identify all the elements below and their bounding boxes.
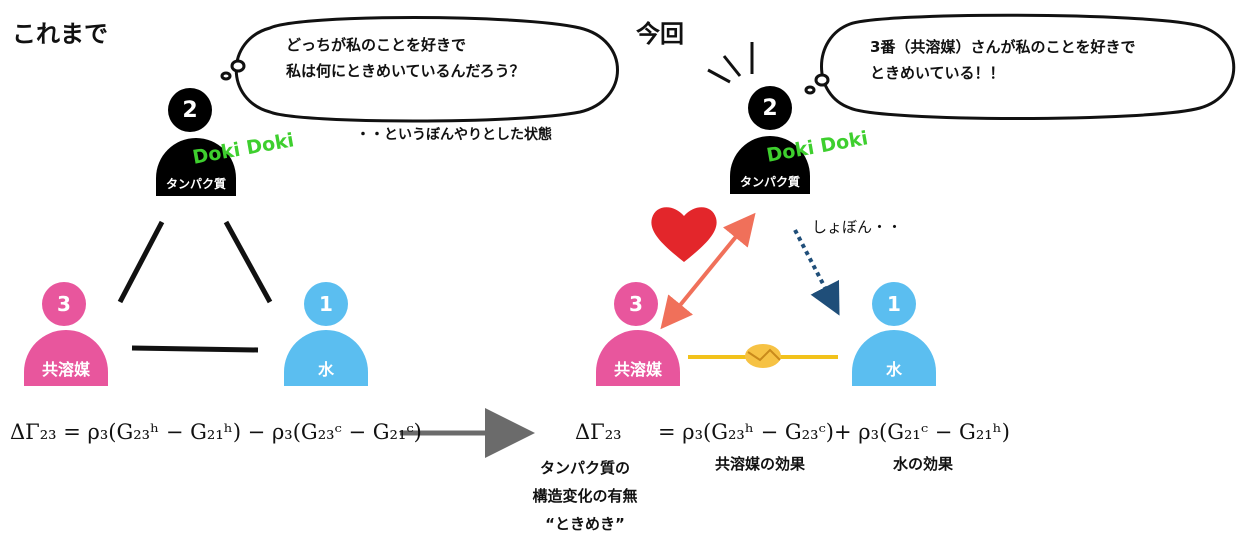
sad-note: しょぼん・・ bbox=[812, 218, 903, 236]
left-cosolvent-label: 共溶媒 bbox=[41, 360, 90, 379]
right-thought-dot-1 bbox=[814, 73, 830, 87]
left-water-number: 1 bbox=[304, 282, 348, 326]
right-thought-text: 3番（共溶媒）さんが私のことを好きで ときめいている！！ bbox=[870, 34, 1135, 86]
left-thought-line-2: 私は何にときめいているんだろう？ bbox=[286, 62, 525, 80]
right-protein-label: タンパク質 bbox=[739, 175, 800, 189]
line-protein-cosolvent bbox=[117, 220, 165, 304]
right-thought-line-2: ときめいている！！ bbox=[870, 64, 1005, 82]
left-state-note: ・・というぼんやりとした状態 bbox=[356, 127, 552, 143]
left-thought-dot-2 bbox=[220, 71, 232, 81]
right-water-label: 水 bbox=[885, 360, 902, 379]
left-thought-line-1: どっちが私のことを好きで bbox=[286, 36, 467, 54]
left-water-label: 水 bbox=[317, 360, 334, 379]
left-protein-number: 2 bbox=[168, 88, 212, 132]
right-cosolvent-label: 共溶媒 bbox=[613, 360, 662, 379]
red-double-arrow bbox=[660, 212, 756, 330]
left-thought-bubble bbox=[234, 16, 619, 123]
handshake-icon bbox=[745, 344, 781, 368]
heart-icon bbox=[651, 207, 717, 262]
right-water-number: 1 bbox=[872, 282, 916, 326]
surprise-mark-2 bbox=[722, 55, 742, 77]
right-protein-number: 2 bbox=[748, 86, 792, 130]
caption-water-effect: 水の効果 bbox=[892, 455, 953, 473]
caption-protein-line-3: “ときめき” bbox=[545, 515, 625, 533]
formula-right-term1: = ρ₃(G₂₃ʰ − G₂₃ᶜ) bbox=[658, 420, 834, 444]
left-protein-label: タンパク質 bbox=[165, 177, 226, 191]
blue-dotted-arrow bbox=[793, 229, 840, 316]
left-heading: これまで bbox=[12, 20, 108, 48]
left-thought-text: どっちが私のことを好きで 私は何にときめいているんだろう？ bbox=[286, 32, 525, 84]
right-thought-line-1: 3番（共溶媒）さんが私のことを好きで bbox=[870, 38, 1136, 56]
caption-protein-line-1: タンパク質の bbox=[539, 459, 630, 477]
caption-protein-line-2: 構造変化の有無 bbox=[532, 487, 638, 505]
left-protein-body: タンパク質 bbox=[156, 138, 236, 196]
formula-left: ΔΓ₂₃ = ρ₃(G₂₃ʰ − G₂₁ʰ) − ρ₃(G₂₃ᶜ − G₂₁ᶜ) bbox=[10, 420, 422, 444]
caption-cosolvent-effect: 共溶媒の効果 bbox=[714, 455, 805, 473]
formula-right-lhs: ΔΓ₂₃ bbox=[575, 420, 622, 444]
formula-right-term2: + ρ₃(G₂₁ᶜ − G₂₁ʰ) bbox=[834, 420, 1010, 444]
line-cosolvent-water bbox=[131, 345, 259, 353]
left-cosolvent-number: 3 bbox=[42, 282, 86, 326]
surprise-mark-1 bbox=[707, 68, 731, 84]
right-heading: 今回 bbox=[636, 20, 684, 48]
line-protein-water bbox=[223, 220, 273, 304]
right-thought-dot-2 bbox=[804, 85, 816, 95]
left-thought-dot-1 bbox=[230, 59, 246, 73]
right-cosolvent-number: 3 bbox=[614, 282, 658, 326]
right-protein-body: タンパク質 bbox=[730, 136, 810, 194]
caption-protein: タンパク質の 構造変化の有無 “ときめき” bbox=[520, 454, 650, 538]
right-thought-bubble bbox=[820, 13, 1236, 120]
